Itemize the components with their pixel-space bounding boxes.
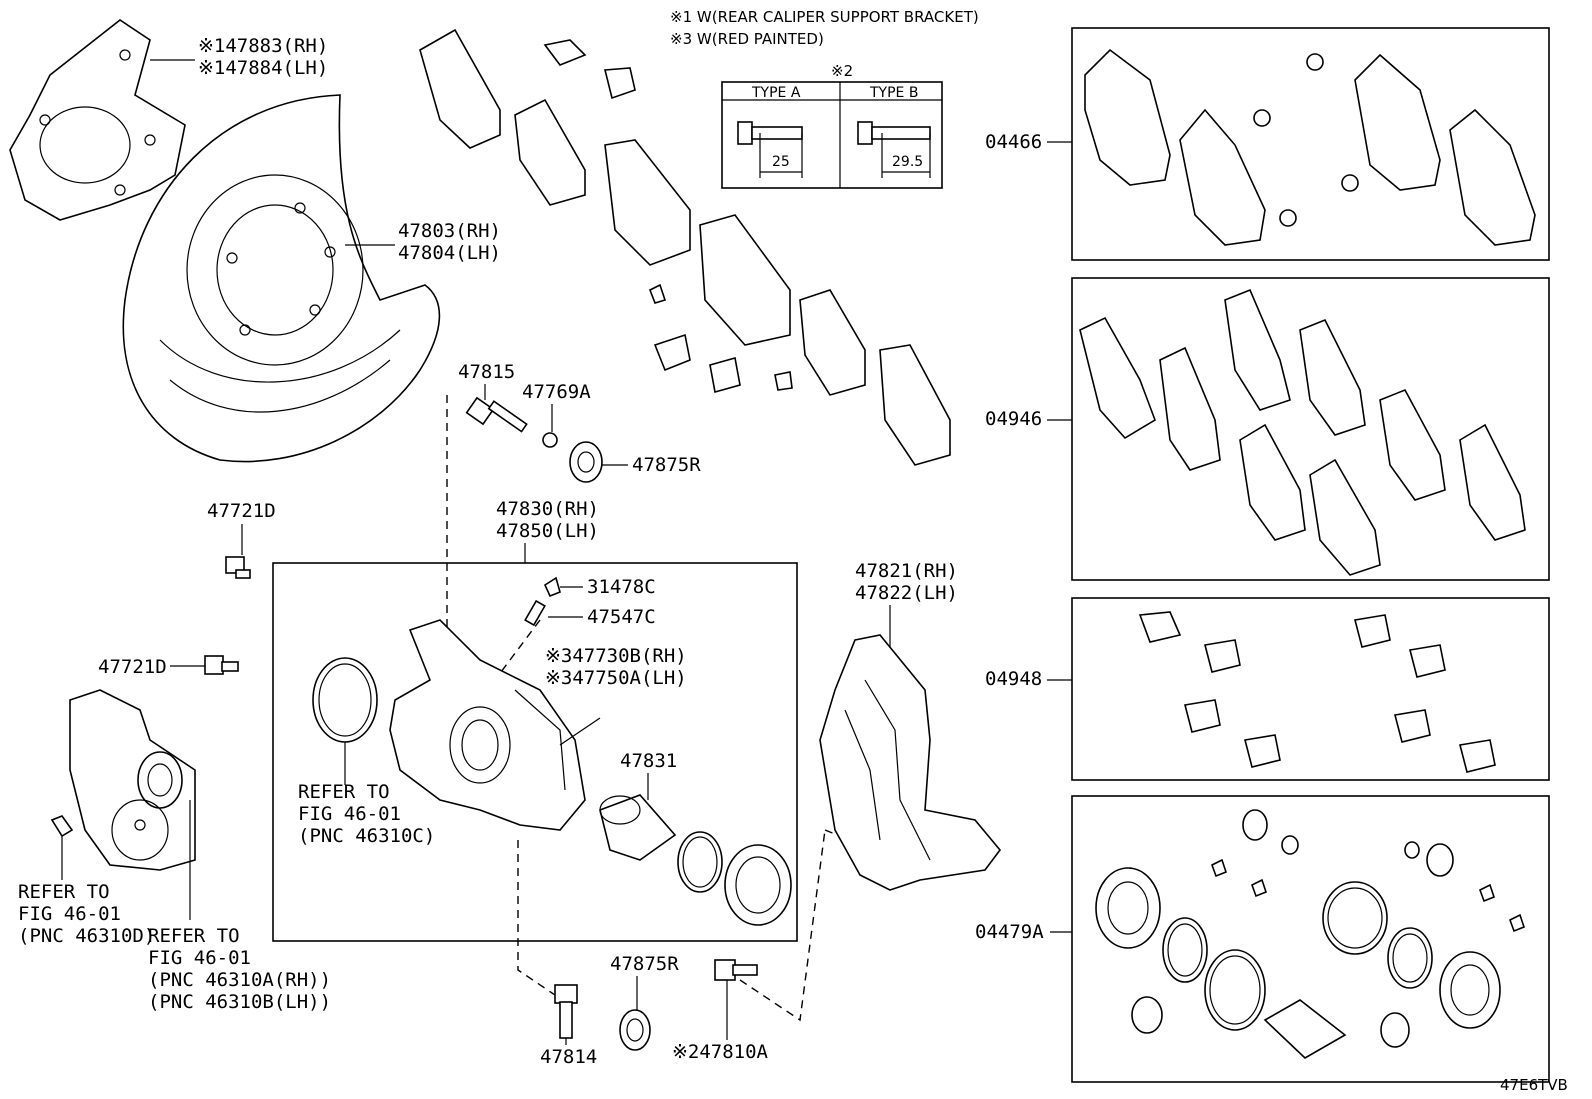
parking-brake-motor-drawing xyxy=(50,689,196,871)
pad-clips-center-drawing xyxy=(543,39,793,394)
bushing-47769A-icon xyxy=(542,432,558,448)
boot-47875R-bottom-icon xyxy=(619,1009,651,1051)
seal-ring-icon xyxy=(312,657,378,743)
dust-cover-drawing xyxy=(122,94,441,463)
bolt-type-table: ※2 TYPE A TYPE B 25 29.5 xyxy=(721,62,943,189)
label-47721D-b: 47721D xyxy=(98,656,167,678)
ref3-line4: (PNC 46310B(LH)) xyxy=(148,991,331,1013)
label-47810A: ※247810A xyxy=(672,1041,769,1063)
label-47831: 47831 xyxy=(620,750,677,772)
note-line-2: ※3 W(RED PAINTED) xyxy=(670,30,824,48)
piston-boot-icon xyxy=(724,844,792,926)
kit-label-04946: 04946 xyxy=(985,408,1042,430)
ref3-line1: REFER TO xyxy=(148,925,240,947)
label-47547C: 47547C xyxy=(587,606,656,628)
support-bracket-drawing xyxy=(9,19,186,221)
type-b-label: TYPE B xyxy=(869,85,918,101)
kit-box-04479A xyxy=(1071,795,1550,1083)
bolt-type-b-icon xyxy=(857,121,931,178)
kit-label-04479A: 04479A xyxy=(975,921,1044,943)
kit-04946-pads-drawing xyxy=(1079,288,1526,576)
ref2-line2: FIG 46-01 xyxy=(18,903,121,925)
label-47814: 47814 xyxy=(540,1046,597,1068)
ref3-line2: FIG 46-01 xyxy=(148,947,251,969)
kit-04466-pads-drawing xyxy=(1084,48,1536,246)
bleeder-cap-31478C-icon xyxy=(543,576,561,598)
kit-04479A-seals-drawing xyxy=(1095,809,1525,1059)
label-47850: 47850(LH) xyxy=(496,520,599,542)
boot-47875R-top-icon xyxy=(569,441,603,483)
label-47769A: 47769A xyxy=(522,381,591,403)
label-47830: 47830(RH) xyxy=(496,498,599,520)
caliper-assembly-box xyxy=(272,562,798,942)
ref2-line3: (PNC 46310D) xyxy=(18,925,155,947)
type-b-dimension: 29.5 xyxy=(892,154,923,170)
piston-47831-icon xyxy=(599,794,677,861)
brake-pads-center-drawing xyxy=(419,28,951,466)
kit-label-04948: 04948 xyxy=(985,668,1042,690)
note-line-1: ※1 W(REAR CALIPER SUPPORT BRACKET) xyxy=(670,8,979,26)
label-47884: ※147884(LH) xyxy=(198,57,328,79)
guide-pin-47815-icon xyxy=(465,396,528,433)
bolt-47721D-b-icon xyxy=(204,655,239,675)
drawing-code: 47E6TVB xyxy=(1500,1076,1568,1094)
label-31478C: 31478C xyxy=(587,576,656,598)
bolt-47810A-icon xyxy=(714,959,758,981)
bleeder-plug-47547C-icon xyxy=(524,599,546,627)
label-47875R-bottom: 47875R xyxy=(610,953,679,975)
mounting-bracket-drawing xyxy=(819,634,1002,891)
kit-box-04948 xyxy=(1071,597,1550,781)
ref2-line1: REFER TO xyxy=(18,881,110,903)
ref3-line3: (PNC 46310A(RH)) xyxy=(148,969,331,991)
label-47721D-a: 47721D xyxy=(207,500,276,522)
type-a-dimension: 25 xyxy=(772,154,790,170)
piston-seal-icon xyxy=(677,831,723,893)
caliper-cylinder-drawing xyxy=(389,619,586,831)
kit-box-04946 xyxy=(1071,277,1550,581)
label-47883: ※147883(RH) xyxy=(198,35,328,57)
label-47804: 47804(LH) xyxy=(398,242,501,264)
ref1-line1: REFER TO xyxy=(298,781,390,803)
label-47750A: ※347750A(LH) xyxy=(545,667,687,689)
bolt-type-a-icon xyxy=(737,121,803,178)
ref1-line3: (PNC 46310C) xyxy=(298,825,435,847)
label-47815: 47815 xyxy=(458,361,515,383)
kit-label-04466: 04466 xyxy=(985,131,1042,153)
kit-box-04466 xyxy=(1071,27,1550,261)
label-47803: 47803(RH) xyxy=(398,220,501,242)
type-a-label: TYPE A xyxy=(751,85,801,101)
label-47822: 47822(LH) xyxy=(855,582,958,604)
bolt-47721D-a-icon xyxy=(225,556,251,579)
guide-pin-47814-icon xyxy=(554,984,578,1039)
type-table-marker: ※2 xyxy=(831,62,853,80)
ref1-line2: FIG 46-01 xyxy=(298,803,401,825)
label-47730B: ※347730B(RH) xyxy=(545,645,687,667)
label-47875R-top: 47875R xyxy=(632,454,701,476)
label-47821: 47821(RH) xyxy=(855,560,958,582)
kit-04948-clips-drawing xyxy=(1138,611,1496,773)
